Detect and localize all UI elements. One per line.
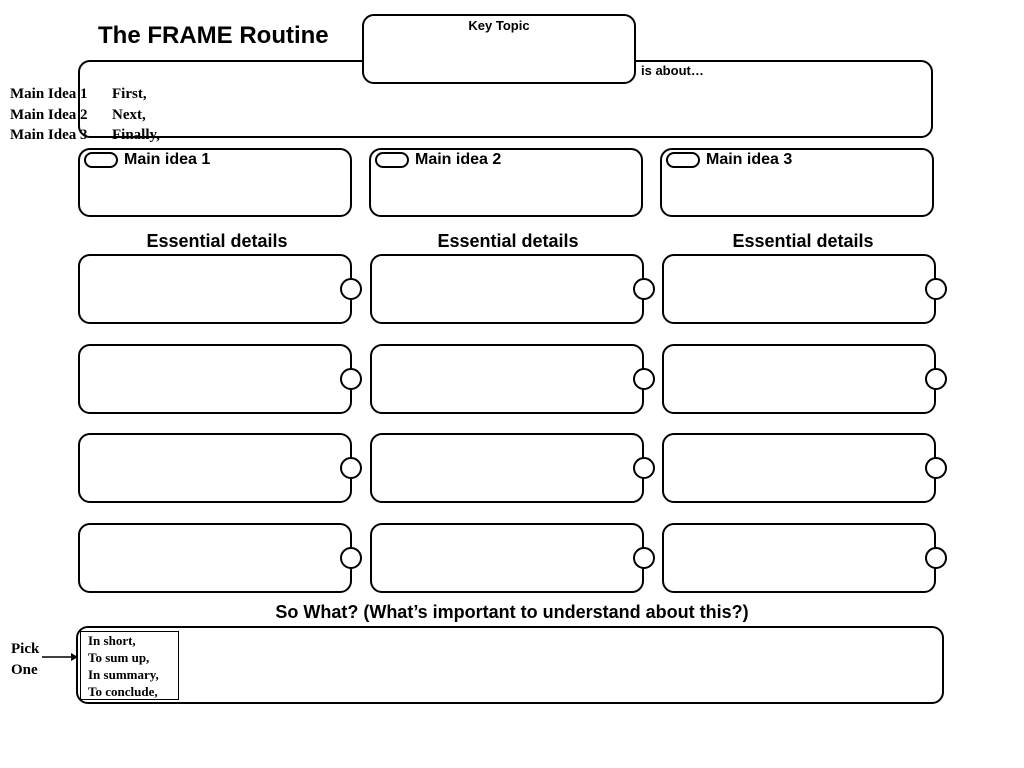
detail-box[interactable]	[370, 344, 644, 414]
main-idea-box-3[interactable]: Main idea 3	[660, 148, 934, 217]
main-idea-label: Main idea 3	[706, 151, 793, 168]
so-what-box[interactable]	[76, 626, 944, 704]
conclusion-phrase: In summary,	[88, 667, 159, 682]
conclusion-phrase: In short,	[88, 633, 136, 648]
detail-box[interactable]	[662, 433, 936, 503]
conclusion-phrases-list: In short, To sum up, In summary, To conc…	[80, 631, 179, 700]
conclusion-phrase: To sum up,	[88, 650, 150, 665]
circle-icon	[340, 368, 362, 390]
detail-box[interactable]	[370, 433, 644, 503]
so-what-heading: So What? (What’s important to understand…	[275, 602, 749, 622]
detail-box[interactable]	[78, 344, 352, 414]
detail-box[interactable]	[370, 523, 644, 593]
circle-icon	[925, 368, 947, 390]
key-topic-box[interactable]: Key Topic	[362, 14, 636, 84]
detail-box[interactable]	[662, 344, 936, 414]
circle-icon	[340, 547, 362, 569]
conclusion-phrase: To conclude,	[88, 684, 158, 699]
circle-icon	[925, 457, 947, 479]
detail-box[interactable]	[78, 523, 352, 593]
essential-details-heading-2: Essential details	[437, 231, 579, 251]
oval-icon	[375, 152, 409, 168]
oval-icon	[666, 152, 700, 168]
pick-one-label: Pick One	[11, 641, 40, 678]
circle-icon	[633, 368, 655, 390]
circle-icon	[925, 278, 947, 300]
circle-icon	[340, 278, 362, 300]
circle-icon	[633, 278, 655, 300]
key-topic-label: Key Topic	[468, 18, 530, 33]
main-idea-label: Main idea 2	[415, 151, 502, 168]
circle-icon	[925, 547, 947, 569]
page-title: The FRAME Routine	[98, 22, 329, 49]
detail-box[interactable]	[662, 523, 936, 593]
oval-icon	[84, 152, 118, 168]
circle-icon	[633, 457, 655, 479]
circle-icon	[340, 457, 362, 479]
arrow-icon	[42, 653, 78, 661]
detail-box[interactable]	[78, 433, 352, 503]
circle-icon	[633, 547, 655, 569]
detail-box[interactable]	[370, 254, 644, 324]
is-about-label: is about…	[641, 63, 704, 78]
essential-details-heading-1: Essential details	[146, 231, 288, 251]
detail-box[interactable]	[78, 254, 352, 324]
main-idea-box-2[interactable]: Main idea 2	[369, 148, 643, 217]
essential-details-heading-3: Essential details	[732, 231, 874, 251]
main-idea-box-1[interactable]: Main idea 1	[78, 148, 352, 217]
main-idea-label: Main idea 1	[124, 151, 211, 168]
detail-box[interactable]	[662, 254, 936, 324]
